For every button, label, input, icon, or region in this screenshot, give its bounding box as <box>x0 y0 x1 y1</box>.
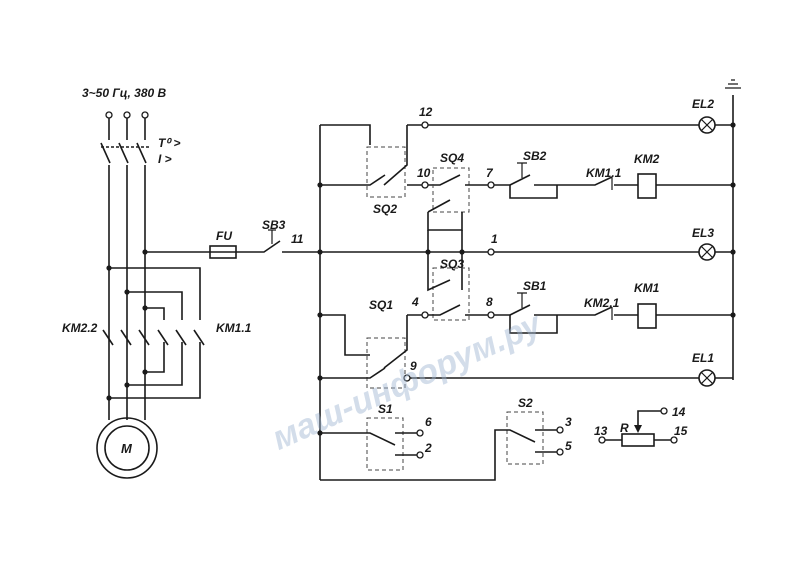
node-12: 12 <box>419 105 433 119</box>
coil-km2 <box>637 173 657 199</box>
node-13: 13 <box>594 424 608 438</box>
supply-terminal-l2 <box>123 111 131 119</box>
sb1-label: SB1 <box>523 279 547 293</box>
motor-symbol <box>104 425 150 471</box>
node-9: 9 <box>410 359 417 373</box>
resistor-r <box>621 433 655 447</box>
sb2-label: SB2 <box>523 149 547 163</box>
sq2-limit-switch <box>366 146 406 198</box>
coil-km1 <box>637 303 657 329</box>
ground-icon <box>725 79 741 89</box>
control-circuit: 12 EL2 SQ2 10 SQ4 7 SB2 KM1.1 KM2 <box>317 79 741 481</box>
sq4-limit-switch <box>432 167 470 213</box>
node-15: 15 <box>674 424 688 438</box>
node-5: 5 <box>565 439 572 453</box>
s1-label: S1 <box>378 402 393 416</box>
sq2-label: SQ2 <box>373 202 397 216</box>
fuse-label: FU <box>216 229 232 243</box>
node-11: 11 <box>291 232 304 246</box>
lamp-el3-label: EL3 <box>692 226 714 240</box>
node-14: 14 <box>672 405 686 419</box>
motor-contactor-contacts <box>102 329 205 346</box>
sq1-label: SQ1 <box>369 298 393 312</box>
sq1-limit-switch <box>366 337 406 389</box>
node-6: 6 <box>425 415 432 429</box>
sb3-pushbutton <box>268 229 276 244</box>
s2-label: S2 <box>518 396 533 410</box>
resistor-wiper-arrow <box>634 425 642 433</box>
sq3-label: SQ3 <box>440 257 464 271</box>
sq4-label: SQ4 <box>440 151 464 165</box>
contact-km1-1-label: KM1.1 <box>216 321 252 335</box>
node-10: 10 <box>417 166 431 180</box>
contact-km2-2-label: KM2.2 <box>62 321 98 335</box>
sb3-label: SB3 <box>262 218 286 232</box>
km1-1-contact-label: KM1.1 <box>586 166 622 180</box>
supply-label: 3~50 Гц, 380 В <box>82 86 167 100</box>
lamp-el1-label: EL1 <box>692 351 714 365</box>
overtemp-protection-label: T⁰ > <box>158 136 180 150</box>
node-7: 7 <box>486 166 494 180</box>
node-1: 1 <box>491 232 498 246</box>
supply-terminal-l1 <box>105 111 113 119</box>
coil-km1-label: KM1 <box>634 281 660 295</box>
node-4: 4 <box>411 295 419 309</box>
km2-1-contact-label: KM2.1 <box>584 296 620 310</box>
sb2-pushbutton <box>517 162 527 178</box>
power-circuit: 3~50 Гц, 380 В T⁰ > I > KM2.2 KM1.1 M <box>62 86 318 479</box>
s1-switch <box>366 417 404 471</box>
motor-label: M <box>121 441 133 456</box>
sq3-limit-switch <box>432 267 470 321</box>
lamp-el2-label: EL2 <box>692 97 714 111</box>
resistor-label: R <box>620 421 629 435</box>
supply-terminal-l3 <box>141 111 149 119</box>
node-3: 3 <box>565 415 572 429</box>
motor-outer <box>96 417 158 479</box>
node-2: 2 <box>424 441 432 455</box>
sb1-pushbutton <box>517 292 527 308</box>
overcurrent-protection-label: I > <box>158 152 172 166</box>
coil-km2-label: KM2 <box>634 152 660 166</box>
circuit-breaker <box>100 142 147 164</box>
node-8: 8 <box>486 295 493 309</box>
s2-switch <box>506 411 544 465</box>
